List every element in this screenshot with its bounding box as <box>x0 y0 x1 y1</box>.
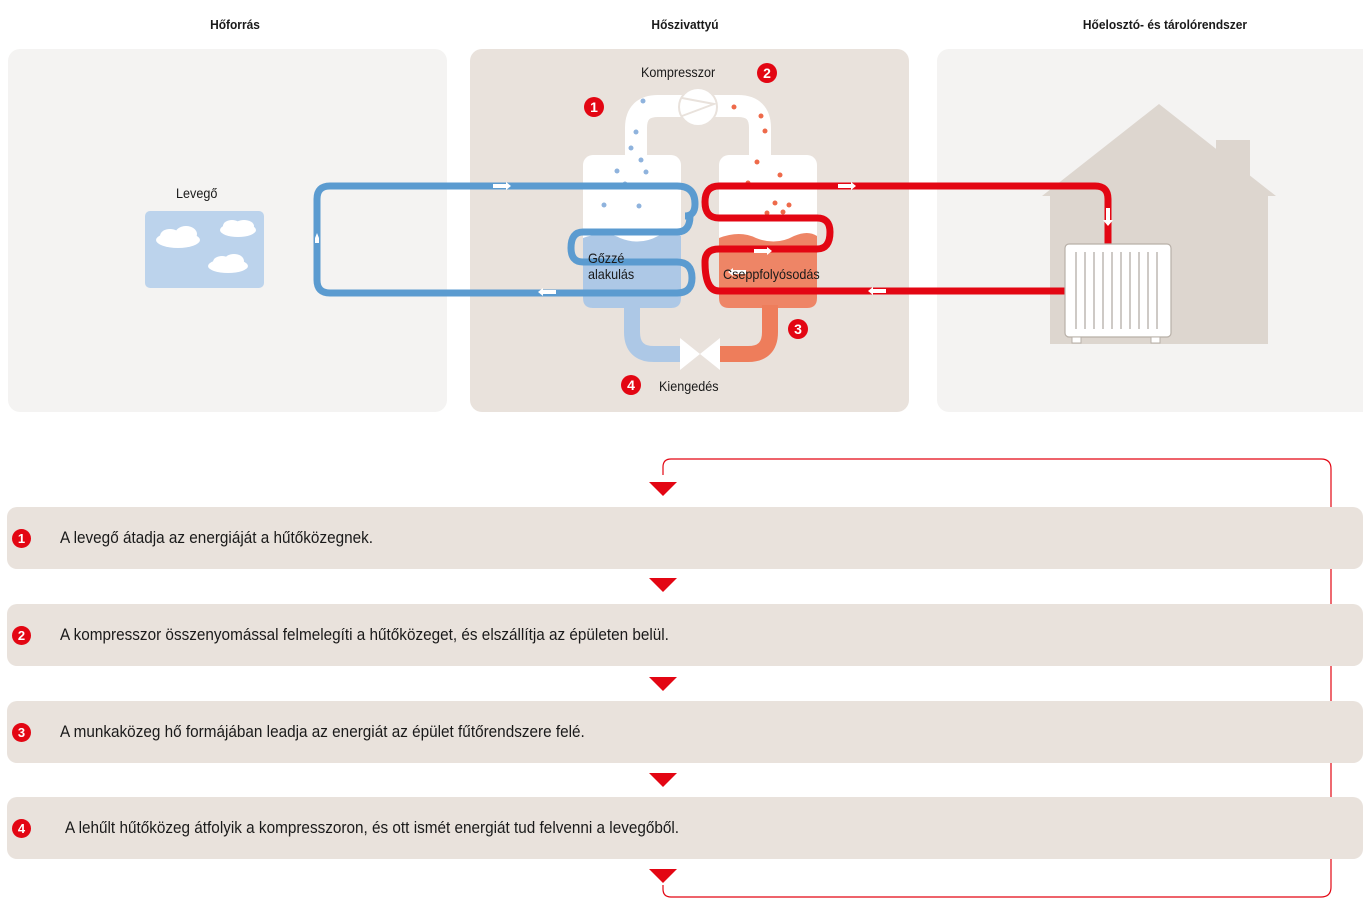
radiator-icon <box>1064 243 1172 344</box>
step-badge-4: 4 <box>621 375 641 395</box>
flow-arrows <box>315 182 1113 296</box>
cloud-icon <box>145 211 264 288</box>
air-label: Levegő <box>176 185 218 201</box>
step-text: A levegő átadja az energiáját a hűtőköze… <box>60 528 374 547</box>
flow-arrow-down <box>649 482 677 496</box>
step-text: A kompresszor összenyomással felmelegíti… <box>60 625 669 644</box>
hot-bubbles <box>731 104 792 216</box>
flow-arrow-down <box>649 869 677 883</box>
step-badge-2: 2 <box>757 63 777 83</box>
hot-loop <box>701 182 1112 295</box>
step-text: A lehűlt hűtőközeg átfolyik a kompresszo… <box>65 818 680 837</box>
step-row-2: 2 A kompresszor összenyomással felmelegí… <box>7 604 1363 666</box>
column-title-heat-pump: Hőszivattyú <box>651 17 719 32</box>
step-number: 4 <box>12 819 31 838</box>
column-title-heat-source: Hőforrás <box>210 17 260 32</box>
condenser-vessel <box>719 155 817 308</box>
evaporation-label-line2: alakulás <box>588 266 635 282</box>
step-row-4: 4 A lehűlt hűtőközeg átfolyik a kompress… <box>7 797 1363 859</box>
cold-loop <box>313 182 699 297</box>
process-loop-line <box>662 458 1332 898</box>
condensation-label: Cseppfolyósodás <box>723 266 820 282</box>
compressor-pipes <box>625 95 771 167</box>
compressor-icon <box>678 87 718 127</box>
expansion-label: Kiengedés <box>659 378 719 394</box>
step-row-3: 3 A munkaközeg hő formájában leadja az e… <box>7 701 1363 763</box>
cold-bubbles <box>601 98 649 209</box>
step-badge-3: 3 <box>788 319 808 339</box>
step-number: 1 <box>12 529 31 548</box>
flow-arrow-down <box>649 677 677 691</box>
step-row-1: 1 A levegő átadja az energiáját a hűtőkö… <box>7 507 1363 569</box>
step-text: A munkaközeg hő formájában leadja az ene… <box>60 722 585 741</box>
flow-arrow-down <box>649 578 677 592</box>
cold-return-pipe <box>624 305 682 362</box>
step-number: 3 <box>12 723 31 742</box>
evaporation-label-line1: Gőzzé <box>588 250 625 266</box>
step-number: 2 <box>12 626 31 645</box>
compressor-label: Kompresszor <box>641 64 716 80</box>
expansion-valve-icon <box>680 338 720 370</box>
warm-return-pipe <box>718 305 778 362</box>
flow-arrow-down <box>649 773 677 787</box>
step-badge-1: 1 <box>584 97 604 117</box>
column-title-distribution: Hőelosztó- és tárolórendszer <box>1082 17 1248 32</box>
